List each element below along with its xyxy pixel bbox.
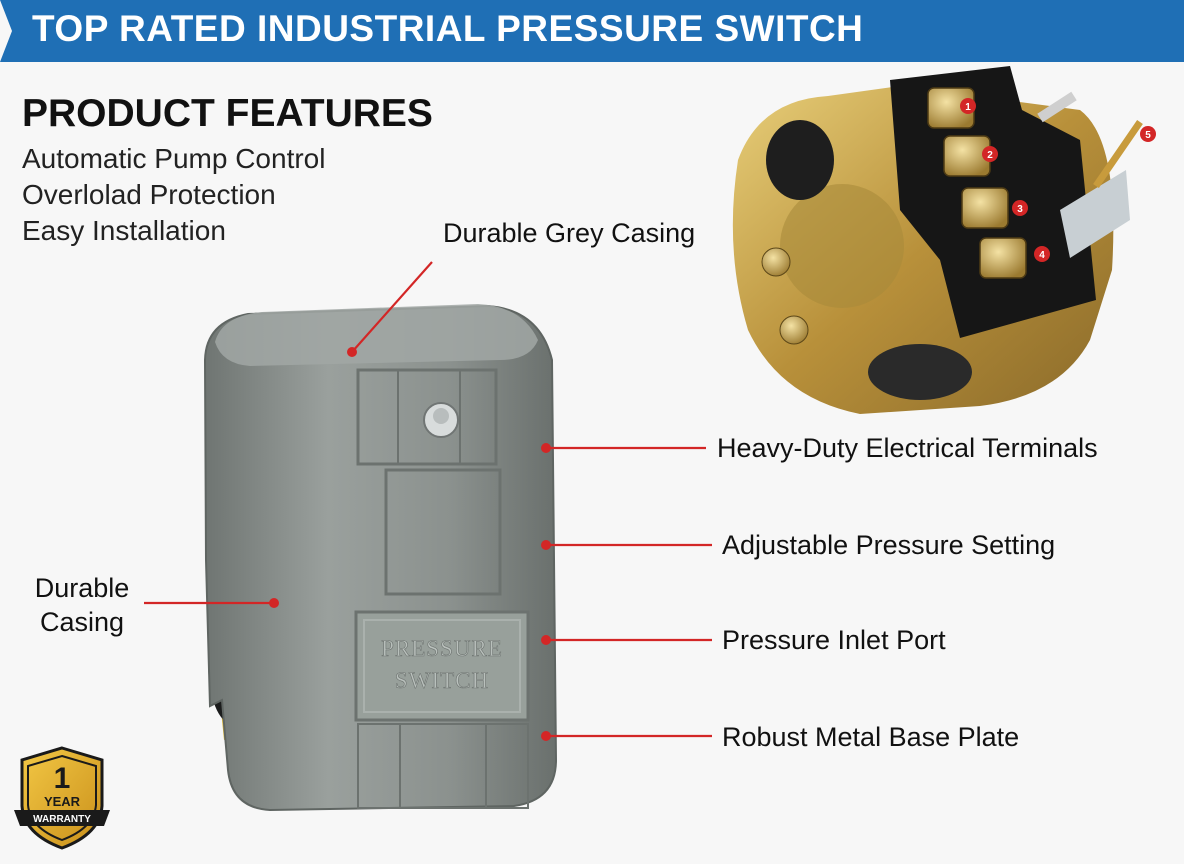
- features-heading: PRODUCT FEATURES: [22, 92, 433, 135]
- callout-durable-casing-line1: Durable: [34, 573, 130, 603]
- pressure-switch-casing: [203, 304, 558, 812]
- terminal-number: 1: [965, 102, 971, 113]
- terminal-number: 5: [1145, 130, 1151, 141]
- callout-base-plate: Robust Metal Base Plate: [722, 722, 1020, 752]
- callout-lines: [144, 261, 712, 741]
- terminal-number: 3: [1017, 204, 1023, 215]
- embossed-pressure-text: PRESSURE: [381, 636, 503, 661]
- callout-pressure-setting: Adjustable Pressure Setting: [722, 530, 1056, 560]
- title-banner: [0, 0, 1184, 62]
- terminal-number-labels: 1 2 3 4 5: [965, 102, 1151, 261]
- feature-item: Overlolad Protection: [22, 179, 276, 210]
- callout-grey-casing: Durable Grey Casing: [443, 218, 696, 248]
- warranty-year: YEAR: [44, 794, 81, 809]
- internal-mechanism-photo: [732, 66, 1156, 414]
- feature-item: Automatic Pump Control: [22, 143, 326, 174]
- callout-durable-casing-line2: Casing: [39, 607, 125, 637]
- warranty-badge-icon: [14, 746, 110, 850]
- terminal-number: 2: [987, 150, 993, 161]
- warranty-number: 1: [54, 762, 71, 795]
- feature-item: Easy Installation: [22, 215, 226, 246]
- callout-inlet-port: Pressure Inlet Port: [722, 625, 946, 655]
- warranty-ribbon: WARRANTY: [33, 814, 91, 825]
- embossed-switch-text: SWITCH: [395, 668, 489, 693]
- banner-title: TOP RATED INDUSTRIAL PRESSURE SWITCH: [32, 8, 864, 49]
- terminal-number: 4: [1039, 250, 1045, 261]
- callout-terminals: Heavy-Duty Electrical Terminals: [717, 433, 1098, 463]
